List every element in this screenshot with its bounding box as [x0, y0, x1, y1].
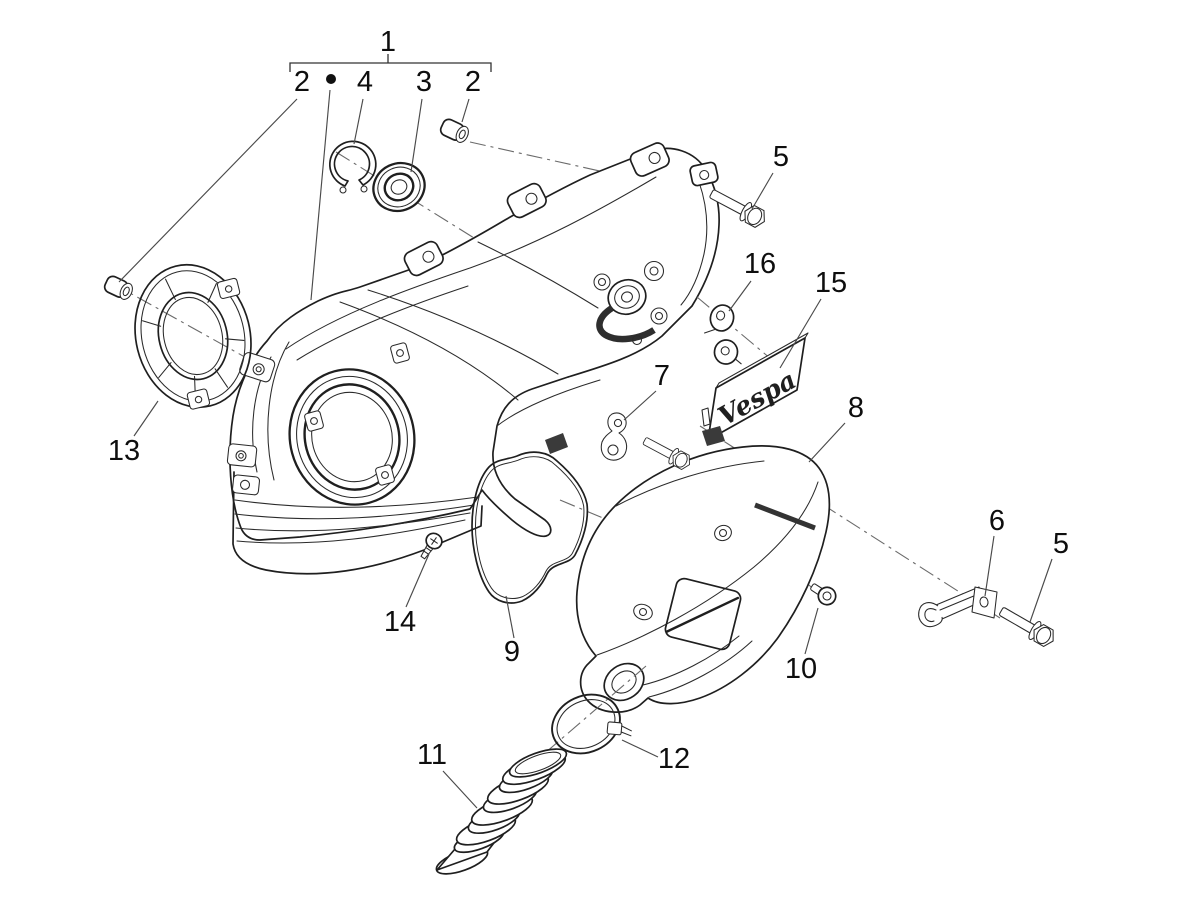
part-callout-13: 13 — [108, 435, 140, 467]
leader-line-part-2a — [118, 98, 298, 283]
part-callout-5b: 5 — [1053, 528, 1069, 560]
part-transmission-cover-8 — [575, 445, 831, 713]
part-hose-clamp-12 — [551, 693, 632, 755]
part-crankcase-cover-body — [226, 142, 720, 575]
ribbed-skirt — [232, 471, 483, 575]
opening-bolt-tab — [390, 342, 410, 364]
leader-line-part-14 — [405, 553, 430, 608]
part-callout-11: 11 — [417, 739, 447, 771]
part-callout-2b: 2 — [465, 66, 481, 98]
leader-line-part-5a — [751, 172, 774, 210]
opening-bolt-tab — [375, 464, 395, 486]
ring-ear — [186, 277, 241, 410]
side-lug — [232, 474, 261, 496]
part-callout-12: 12 — [658, 743, 690, 775]
cover-panel — [664, 577, 742, 651]
bullet-leader-line — [310, 89, 331, 301]
mounting-boss — [506, 182, 547, 219]
part-bolt-5-bottom — [995, 601, 1059, 651]
part-callout-15: 15 — [815, 267, 847, 299]
cover-side-boss — [633, 603, 653, 621]
rubber-pad — [702, 426, 725, 446]
leader-line-part-13 — [133, 400, 159, 437]
part-bushing-2-left — [103, 275, 133, 300]
group-bracket — [289, 62, 492, 72]
part-callout-6: 6 — [989, 505, 1005, 537]
mounting-boss — [629, 142, 670, 177]
leader-line-part-4 — [353, 98, 364, 145]
leader-line-part-6 — [984, 535, 995, 597]
part-callout-5a: 5 — [773, 141, 789, 173]
part-gasket-9 — [471, 451, 589, 604]
part-callout-7: 7 — [654, 360, 670, 392]
part-grommets-16 — [704, 304, 742, 365]
bullet-marker — [326, 74, 336, 84]
part-callout-16: 16 — [744, 248, 776, 280]
part-callout-4: 4 — [357, 66, 373, 98]
leader-line-part-5b — [1029, 558, 1053, 623]
part-circlip-4 — [328, 140, 377, 194]
rubber-pad — [545, 433, 568, 454]
part-callout-3: 3 — [416, 66, 432, 98]
opening-bolt-tab — [304, 410, 324, 432]
part-cooling-ring-13 — [134, 263, 252, 410]
part-bellows-11 — [435, 748, 568, 875]
part-bolt-7-screw — [639, 432, 695, 473]
leader-line-part-16 — [728, 280, 752, 312]
leader-line-part-3 — [410, 98, 423, 173]
part-bolt-10 — [810, 583, 837, 606]
leader-line-part-8 — [808, 422, 846, 463]
side-lug — [239, 352, 276, 383]
mounting-boss — [403, 240, 444, 277]
leader-line-part-10 — [804, 607, 819, 655]
part-callout-14: 14 — [384, 606, 416, 638]
part-bracket-7 — [600, 412, 628, 461]
leader-line-part-15 — [779, 298, 822, 369]
leader-line-part-11 — [442, 770, 478, 809]
clutch-detail — [593, 260, 668, 346]
leader-line-part-9 — [505, 595, 515, 639]
part-callout-2a: 2 — [294, 66, 310, 98]
part-screw-14 — [420, 532, 443, 560]
part-clamp-bracket-6 — [918, 586, 998, 628]
part-callout-8: 8 — [848, 392, 864, 424]
boot-axis-line — [471, 665, 647, 817]
part-bearing-3 — [372, 161, 426, 213]
part-callout-9: 9 — [504, 636, 520, 668]
leader-line-part-12 — [621, 739, 659, 758]
mounting-lug — [689, 161, 719, 187]
part-bushing-2-right — [439, 118, 469, 143]
leader-line-part-2b — [461, 98, 470, 123]
part-callout-10: 10 — [785, 653, 817, 685]
leader-line-part-7 — [623, 390, 657, 421]
side-lug — [226, 443, 258, 468]
group-callout-1: 1 — [380, 26, 396, 58]
